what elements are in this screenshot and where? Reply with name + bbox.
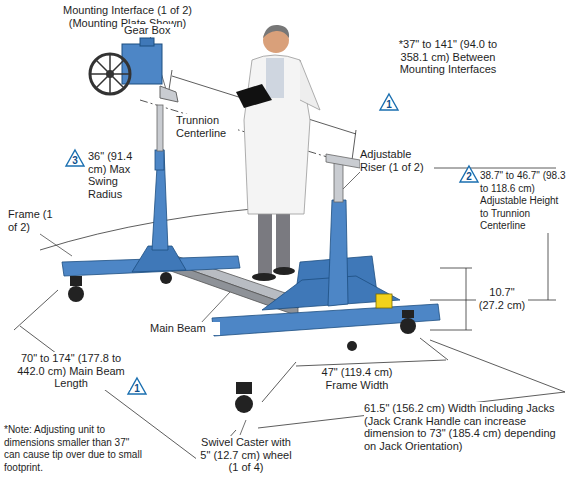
left-frame: [62, 105, 240, 276]
dimension-label: Frame (1 of 2): [8, 208, 58, 233]
callout-number: 1: [380, 99, 398, 110]
callout-number: 1: [128, 383, 146, 394]
callout-number: 2: [460, 171, 478, 182]
dimension-label: Swivel Caster with 5" (12.7 cm) wheel (1…: [196, 436, 296, 474]
dimension-label: Main Beam: [150, 322, 220, 335]
callout-triangles: [66, 94, 478, 394]
callout-number: 3: [66, 155, 84, 166]
dimension-label: Gear Box: [124, 24, 174, 37]
gear-box: [90, 38, 178, 102]
dimension-label: 47" (119.4 cm) Frame Width: [316, 366, 398, 391]
dimension-label: *37" to 141" (94.0 to 358.1 cm) Between …: [396, 38, 500, 76]
dimension-label: 36" (91.4 cm) Max Swing Radius: [88, 150, 150, 200]
casters: [68, 272, 416, 413]
dimension-label: 38.7" to 46.7" (98.3 to 118.6 cm) Adjust…: [480, 170, 566, 233]
person: [236, 25, 320, 281]
dimension-label: Adjustable Riser (1 of 2): [360, 148, 434, 173]
dimension-label: Trunnion Centerline: [176, 114, 238, 139]
dimension-label: 70" to 174" (177.8 to 442.0 cm) Main Bea…: [12, 352, 130, 390]
dimension-label: 10.7" (27.2 cm): [476, 286, 528, 311]
right-frame: [212, 154, 440, 336]
dimension-label: 61.5" (156.2 cm) Width Including Jacks (…: [364, 402, 566, 452]
dimension-label: *Note: Adjusting unit to dimensions smal…: [4, 424, 144, 474]
